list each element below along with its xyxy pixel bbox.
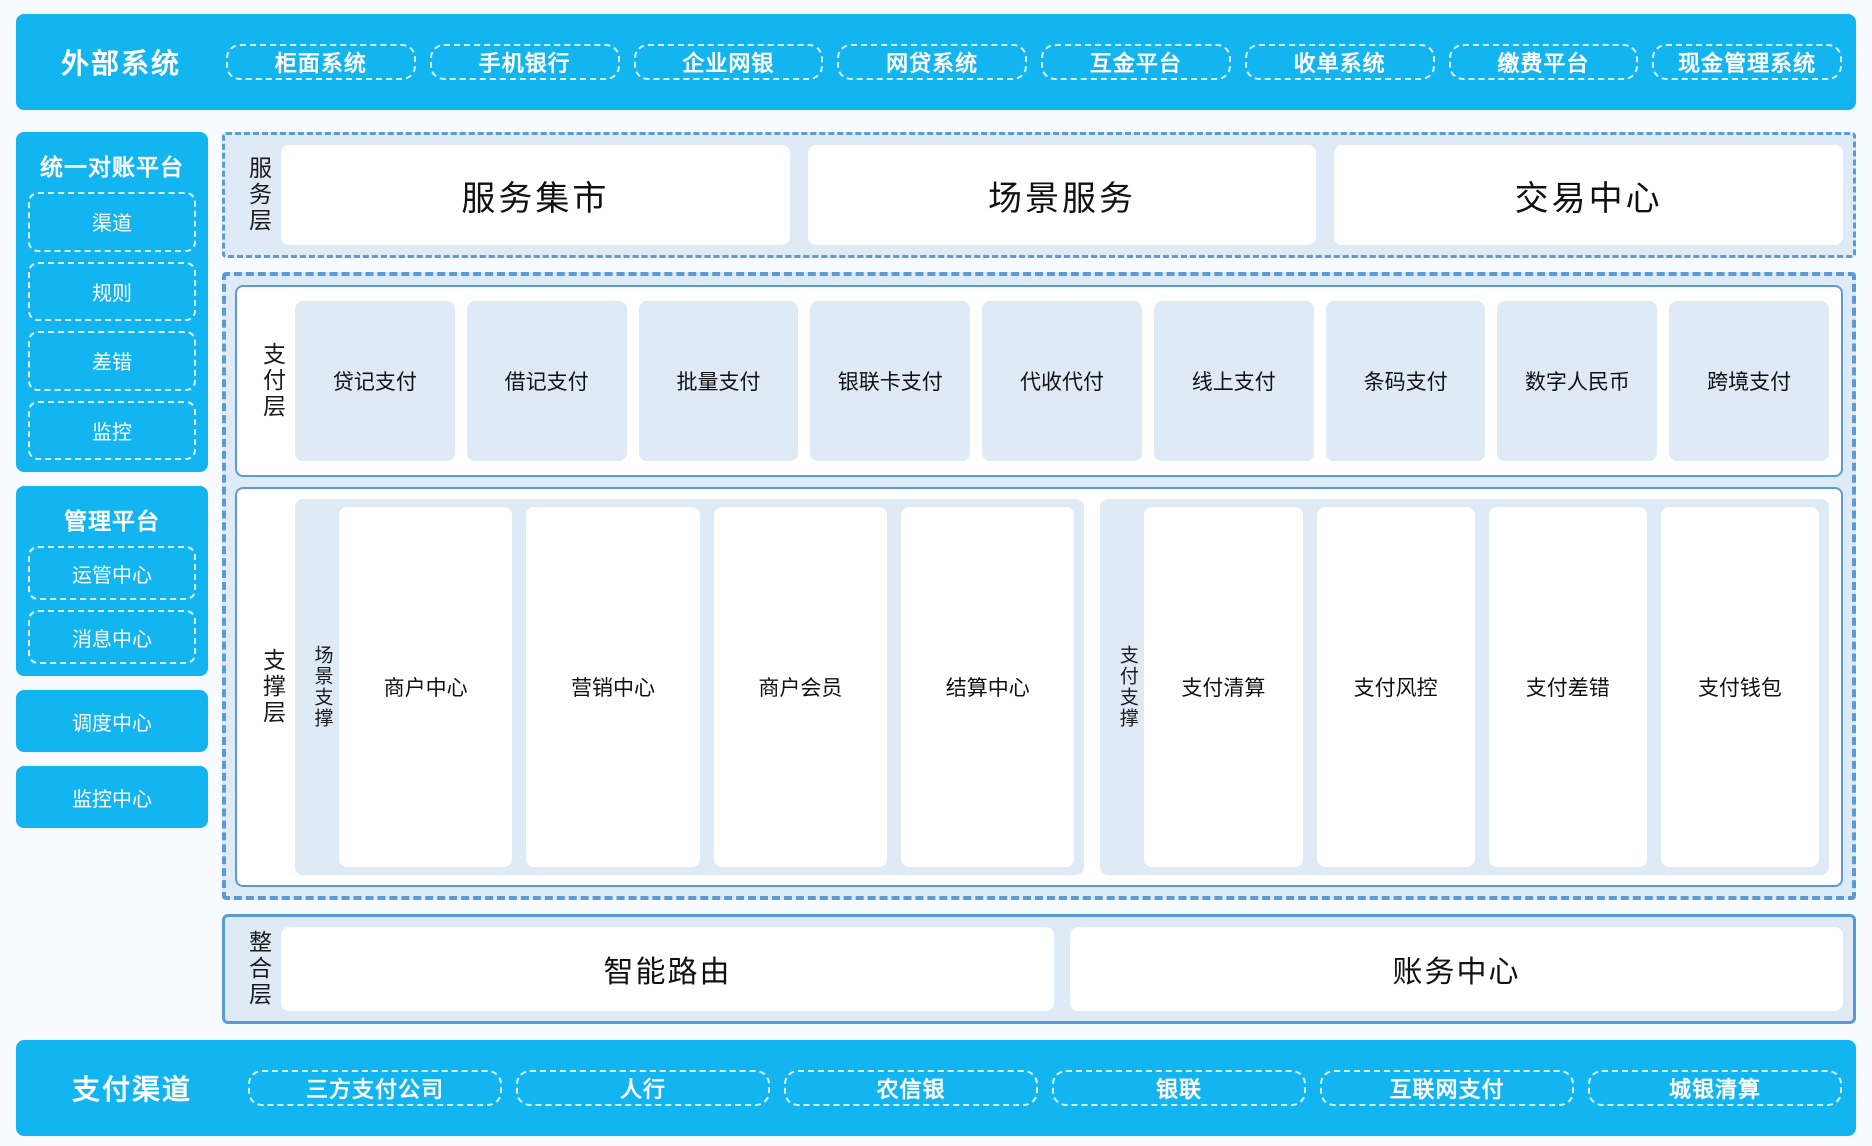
left-rail: 统一对账平台 渠道 规则 差错 监控 管理平台 运管中心 消息中心 调度中心 监…: [16, 132, 208, 1024]
management-platform-title: 管理平台: [64, 508, 160, 534]
support-layer-groups: 场景支撑 商户中心 营销中心 商户会员 结算中心 支付支撑 支付清算: [295, 499, 1829, 875]
payment-channels-title: 支付渠道: [71, 1074, 192, 1105]
payment-layer-label: 支付层: [259, 342, 286, 420]
integration-layer: 整合层 智能路由 账务中心: [222, 914, 1856, 1024]
payment-support-group: 支付支撑 支付清算 支付风控 支付差错 支付钱包: [1100, 499, 1829, 875]
scene-support-item[interactable]: 商户会员: [713, 507, 888, 867]
service-layer-item[interactable]: 交易中心: [1334, 145, 1844, 245]
external-system-item[interactable]: 缴费平台: [1448, 44, 1639, 80]
payment-channel-item[interactable]: 农信银: [784, 1070, 1038, 1106]
scheduling-center-block[interactable]: 调度中心: [16, 690, 208, 752]
payment-channels-bar: 支付渠道 三方支付公司 人行 农信银 银联 互联网支付 城银清算: [16, 1040, 1856, 1136]
external-system-item[interactable]: 互金平台: [1041, 44, 1231, 80]
reconciliation-item[interactable]: 渠道: [28, 192, 196, 252]
payment-layer-item[interactable]: 银联卡支付: [810, 301, 971, 461]
scene-support-label: 场景支撑: [311, 645, 333, 729]
scene-support-item[interactable]: 营销中心: [526, 507, 700, 867]
service-layer: 服务层 服务集市 场景服务 交易中心: [222, 132, 1856, 258]
layers-column: 服务层 服务集市 场景服务 交易中心 支付层 贷记支付 借记支付 批量支付 银联…: [222, 132, 1856, 1024]
payment-layer-item[interactable]: 线上支付: [1153, 301, 1314, 461]
integration-layer-label: 整合层: [245, 930, 272, 1008]
payment-support-item[interactable]: 支付清算: [1144, 507, 1303, 867]
payment-layer-items: 贷记支付 借记支付 批量支付 银联卡支付 代收代付 线上支付 条码支付 数字人民…: [295, 297, 1830, 465]
external-system-item[interactable]: 收单系统: [1244, 44, 1435, 80]
management-platform-items: 运管中心 消息中心: [28, 546, 196, 664]
monitoring-center-block[interactable]: 监控中心: [16, 766, 208, 828]
payment-support-items: 支付清算 支付风控 支付差错 支付钱包: [1144, 507, 1820, 867]
integration-layer-item[interactable]: 智能路由: [281, 927, 1054, 1011]
payment-support-label: 支付支撑: [1116, 645, 1138, 729]
payment-channel-item[interactable]: 城银清算: [1588, 1070, 1842, 1106]
payment-channel-item[interactable]: 人行: [516, 1070, 770, 1106]
payment-channel-item[interactable]: 互联网支付: [1320, 1070, 1574, 1106]
service-layer-items: 服务集市 场景服务 交易中心: [281, 145, 1844, 245]
payment-layer-item[interactable]: 条码支付: [1325, 301, 1486, 461]
reconciliation-item[interactable]: 监控: [28, 400, 196, 460]
payment-and-support-container: 支付层 贷记支付 借记支付 批量支付 银联卡支付 代收代付 线上支付 条码支付 …: [222, 272, 1856, 900]
external-systems-items: 柜面系统 手机银行 企业网银 网贷系统 互金平台 收单系统 缴费平台 现金管理系…: [226, 44, 1842, 80]
middle-region: 统一对账平台 渠道 规则 差错 监控 管理平台 运管中心 消息中心 调度中心 监…: [16, 132, 1856, 1024]
external-system-item[interactable]: 手机银行: [429, 44, 620, 80]
scene-support-item[interactable]: 商户中心: [339, 507, 513, 867]
reconciliation-platform-title: 统一对账平台: [40, 154, 184, 180]
payment-layer-item[interactable]: 跨境支付: [1669, 301, 1830, 461]
payment-support-item[interactable]: 支付钱包: [1660, 507, 1820, 867]
scene-support-group: 场景支撑 商户中心 营销中心 商户会员 结算中心: [295, 499, 1085, 875]
scene-support-items: 商户中心 营销中心 商户会员 结算中心: [339, 507, 1075, 867]
payment-channel-item[interactable]: 三方支付公司: [248, 1070, 502, 1106]
reconciliation-platform-items: 渠道 规则 差错 监控: [28, 192, 196, 460]
support-layer-label: 支撑层: [259, 648, 286, 726]
payment-layer-item[interactable]: 贷记支付: [295, 301, 455, 461]
integration-layer-item[interactable]: 账务中心: [1070, 927, 1843, 1011]
external-system-item[interactable]: 网贷系统: [837, 44, 1027, 80]
integration-layer-items: 智能路由 账务中心: [281, 927, 1843, 1011]
external-system-item[interactable]: 现金管理系统: [1652, 44, 1842, 80]
payment-layer-item[interactable]: 代收代付: [982, 301, 1142, 461]
external-systems-bar: 外部系统 柜面系统 手机银行 企业网银 网贷系统 互金平台 收单系统 缴费平台 …: [16, 14, 1856, 110]
payment-support-item[interactable]: 支付风控: [1316, 507, 1475, 867]
management-item[interactable]: 消息中心: [28, 610, 196, 664]
payment-layer-item[interactable]: 借记支付: [466, 301, 627, 461]
reconciliation-platform-panel: 统一对账平台 渠道 规则 差错 监控: [16, 132, 208, 472]
external-system-item[interactable]: 企业网银: [633, 44, 824, 80]
scene-support-item[interactable]: 结算中心: [901, 507, 1075, 867]
payment-channel-item[interactable]: 银联: [1052, 1070, 1306, 1106]
service-layer-item[interactable]: 服务集市: [281, 145, 790, 245]
support-layer: 支撑层 场景支撑 商户中心 营销中心 商户会员 结算中心: [235, 487, 1843, 887]
external-systems-title: 外部系统: [60, 48, 181, 79]
payment-layer-item[interactable]: 批量支付: [638, 301, 799, 461]
management-platform-panel: 管理平台 运管中心 消息中心: [16, 486, 208, 676]
management-item[interactable]: 运管中心: [28, 546, 196, 600]
external-system-item[interactable]: 柜面系统: [226, 44, 416, 80]
service-layer-label: 服务层: [245, 156, 272, 234]
payment-channels-items: 三方支付公司 人行 农信银 银联 互联网支付 城银清算: [248, 1070, 1842, 1106]
service-layer-item[interactable]: 场景服务: [807, 145, 1317, 245]
reconciliation-item[interactable]: 规则: [28, 261, 196, 321]
reconciliation-item[interactable]: 差错: [28, 331, 196, 391]
payment-layer: 支付层 贷记支付 借记支付 批量支付 银联卡支付 代收代付 线上支付 条码支付 …: [235, 285, 1843, 477]
payment-layer-item[interactable]: 数字人民币: [1497, 301, 1658, 461]
payment-support-item[interactable]: 支付差错: [1488, 507, 1647, 867]
